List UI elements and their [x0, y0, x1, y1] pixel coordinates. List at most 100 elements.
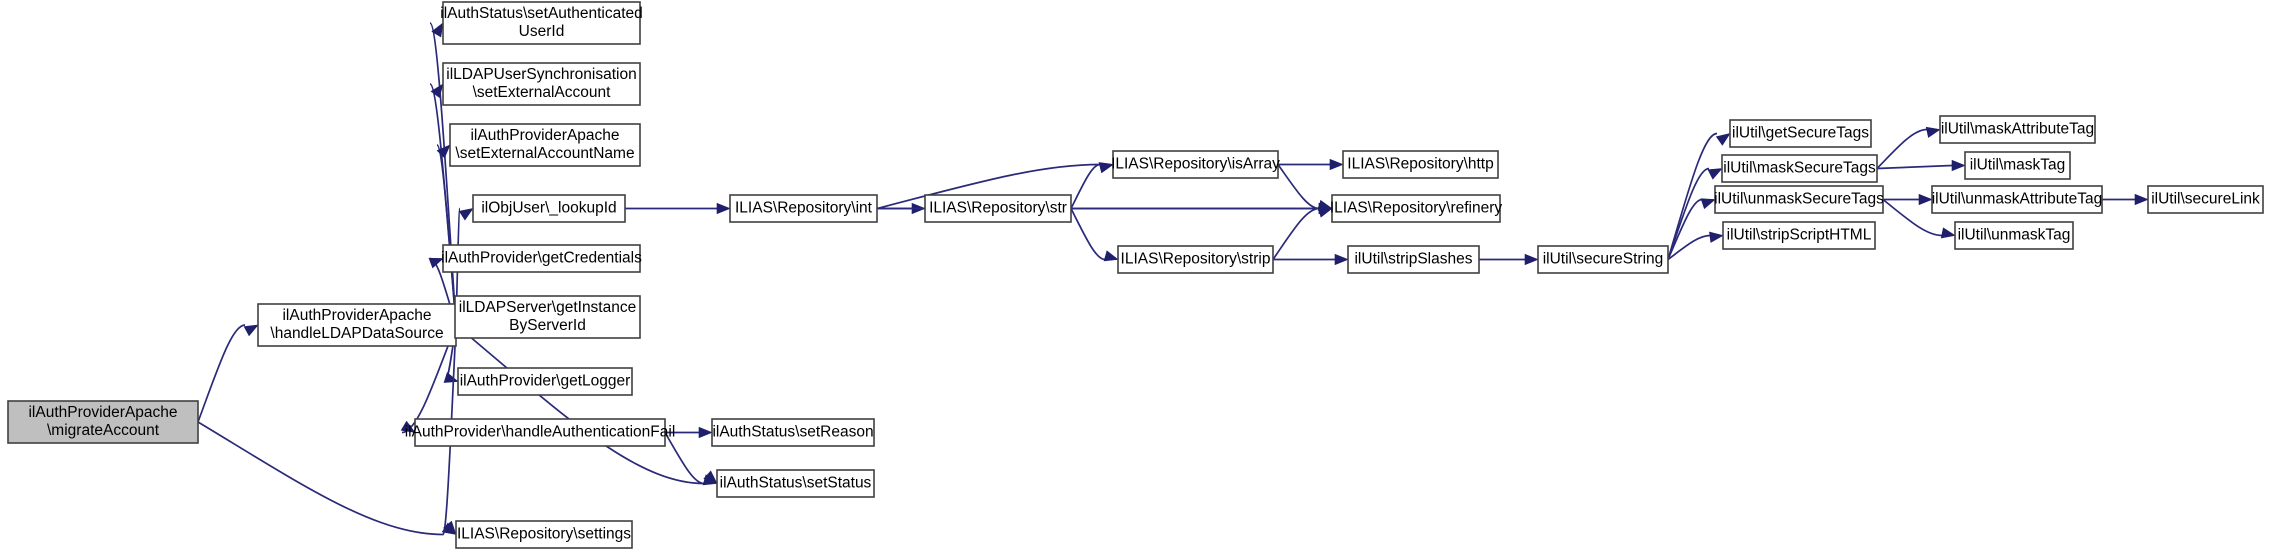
- node-box[interactable]: [257, 303, 457, 347]
- node-box[interactable]: [442, 244, 641, 273]
- edge-secureString-to-getSecureTags: [1667, 132, 1731, 260]
- edge-migrateAccount-to-handleLDAPDataSource: [197, 324, 259, 423]
- graph-node-setReason[interactable]: ilAuthStatus\setReason: [711, 418, 875, 447]
- node-box[interactable]: [7, 400, 199, 444]
- graph-node-secureLink[interactable]: ilUtil\secureLink: [2147, 185, 2264, 214]
- graph-node-lookupId[interactable]: ilObjUser\_lookupId: [472, 194, 626, 223]
- edge-secureString-to-maskSecureTags: [1667, 167, 1723, 260]
- edge-arrowhead: [1715, 133, 1731, 146]
- edge-arrowhead: [1098, 162, 1114, 174]
- edge-line: [1667, 198, 1703, 260]
- node-box[interactable]: [442, 1, 641, 45]
- node-box[interactable]: [729, 194, 878, 223]
- graph-node-migrateAccount[interactable]: ilAuthProviderApache\migrateAccount: [7, 400, 199, 444]
- graph-node-isArray[interactable]: ILIAS\Repository\isArray: [1111, 150, 1280, 179]
- node-box[interactable]: [414, 418, 666, 447]
- node-box[interactable]: [1722, 221, 1876, 250]
- graph-node-http[interactable]: ILIAS\Repository\http: [1342, 150, 1499, 179]
- graph-node-getLogger[interactable]: ilAuthProvider\getLogger: [457, 367, 633, 396]
- graph-node-strip[interactable]: ILIAS\Repository\strip: [1117, 245, 1274, 274]
- node-box[interactable]: [449, 123, 641, 167]
- node-label: \setExternalAccountName: [455, 145, 634, 162]
- node-label: ilUtil\unmaskAttributeTag: [1932, 191, 2103, 208]
- edge-arrowhead: [1329, 158, 1344, 171]
- edge-maskSecureTags-to-maskTag: [1876, 159, 1966, 172]
- node-box[interactable]: [1331, 194, 1501, 223]
- graph-node-maskTag[interactable]: ilUtil\maskTag: [1964, 151, 2071, 180]
- edge-str-to-isArray: [1070, 162, 1114, 209]
- node-box[interactable]: [1721, 154, 1878, 183]
- edge-line: [455, 324, 705, 485]
- edge-line: [664, 432, 705, 485]
- edge-line: [1070, 163, 1101, 209]
- edge-arrowhead: [1918, 193, 1933, 206]
- edge-arrowhead: [1940, 227, 1956, 239]
- edge-arrowhead: [436, 144, 451, 159]
- graph-node-setStatus[interactable]: ilAuthStatus\setStatus: [716, 469, 875, 498]
- node-box[interactable]: [454, 295, 641, 339]
- graph-node-str[interactable]: ILIAS\Repository\str: [924, 194, 1072, 223]
- node-box[interactable]: [1964, 151, 2071, 180]
- edge-str-to-strip: [1070, 208, 1119, 262]
- graph-node-int[interactable]: ILIAS\Repository\int: [729, 194, 878, 223]
- node-box[interactable]: [1537, 245, 1669, 274]
- graph-node-settings[interactable]: ILIAS\Repository\settings: [455, 520, 633, 549]
- graph-node-refinery[interactable]: ILIAS\Repository\refinery: [1330, 194, 1503, 223]
- graph-node-getCredentials[interactable]: ilAuthProvider\getCredentials: [441, 244, 642, 273]
- graph-node-handleLDAPDataSource[interactable]: ilAuthProviderApache\handleLDAPDataSourc…: [257, 303, 457, 347]
- node-box[interactable]: [1931, 185, 2103, 214]
- node-box[interactable]: [1714, 185, 1884, 214]
- node-box[interactable]: [472, 194, 626, 223]
- edge-line: [1882, 198, 1943, 237]
- node-label: ILIAS\Repository\str: [929, 200, 1067, 217]
- graph-node-secureString[interactable]: ilUtil\secureString: [1537, 245, 1669, 274]
- node-label: ILIAS\Repository\settings: [457, 526, 631, 543]
- edge-arrowhead: [1334, 253, 1349, 266]
- graph-node-setExternalAccountName[interactable]: ilAuthProviderApache\setExternalAccountN…: [449, 123, 641, 167]
- graph-node-unmaskAttributeTag[interactable]: ilUtil\unmaskAttributeTag: [1931, 185, 2103, 214]
- edge-arrowhead: [702, 474, 718, 486]
- node-box[interactable]: [455, 520, 633, 549]
- node-label: ilAuthProvider\getCredentials: [441, 250, 642, 267]
- edge-arrowhead: [428, 257, 444, 269]
- node-box[interactable]: [1342, 150, 1499, 179]
- node-box[interactable]: [1117, 245, 1274, 274]
- node-box[interactable]: [2147, 185, 2264, 214]
- graph-node-unmaskTag[interactable]: ilUtil\unmaskTag: [1954, 221, 2074, 250]
- edge-arrowhead: [458, 208, 474, 221]
- node-box[interactable]: [1729, 119, 1872, 148]
- graph-node-handleAuthenticationFail[interactable]: ilAuthProvider\handleAuthenticationFail: [405, 418, 676, 447]
- node-box[interactable]: [1954, 221, 2074, 250]
- node-box[interactable]: [924, 194, 1072, 223]
- node-box[interactable]: [716, 469, 875, 498]
- node-box[interactable]: [457, 367, 633, 396]
- node-box[interactable]: [1112, 150, 1279, 179]
- node-box[interactable]: [711, 418, 875, 447]
- node-box[interactable]: [1347, 245, 1480, 274]
- node-box[interactable]: [1939, 115, 2096, 144]
- edge-line: [436, 144, 457, 326]
- edge-secureString-to-stripScriptHTML: [1667, 231, 1724, 261]
- graph-node-maskSecureTags[interactable]: ilUtil\maskSecureTags: [1721, 154, 1878, 183]
- graph-node-setExternalAccount[interactable]: ilLDAPUserSynchronisation\setExternalAcc…: [442, 62, 641, 106]
- node-label: ilUtil\unmaskSecureTags: [1714, 191, 1884, 208]
- node-label: \handleLDAPDataSource: [270, 325, 443, 342]
- graph-node-maskAttributeTag[interactable]: ilUtil\maskAttributeTag: [1939, 115, 2096, 144]
- graph-node-getSecureTags[interactable]: ilUtil\getSecureTags: [1729, 119, 1872, 148]
- edge-line: [1667, 234, 1711, 261]
- graph-node-stripSlashes[interactable]: ilUtil\stripSlashes: [1347, 245, 1480, 274]
- edge-line: [442, 324, 457, 536]
- edge-arrowhead: [1925, 126, 1941, 138]
- graph-node-stripScriptHTML[interactable]: ilUtil\stripScriptHTML: [1722, 221, 1876, 250]
- graph-node-unmaskSecureTags[interactable]: ilUtil\unmaskSecureTags: [1714, 185, 1884, 214]
- node-label: ilUtil\maskTag: [1970, 157, 2066, 174]
- edge-handleAuthenticationFail-to-setReason: [665, 426, 713, 439]
- node-box[interactable]: [442, 62, 641, 106]
- edge-line: [1277, 164, 1320, 210]
- edge-line: [1070, 208, 1106, 261]
- edge-line: [1272, 207, 1320, 260]
